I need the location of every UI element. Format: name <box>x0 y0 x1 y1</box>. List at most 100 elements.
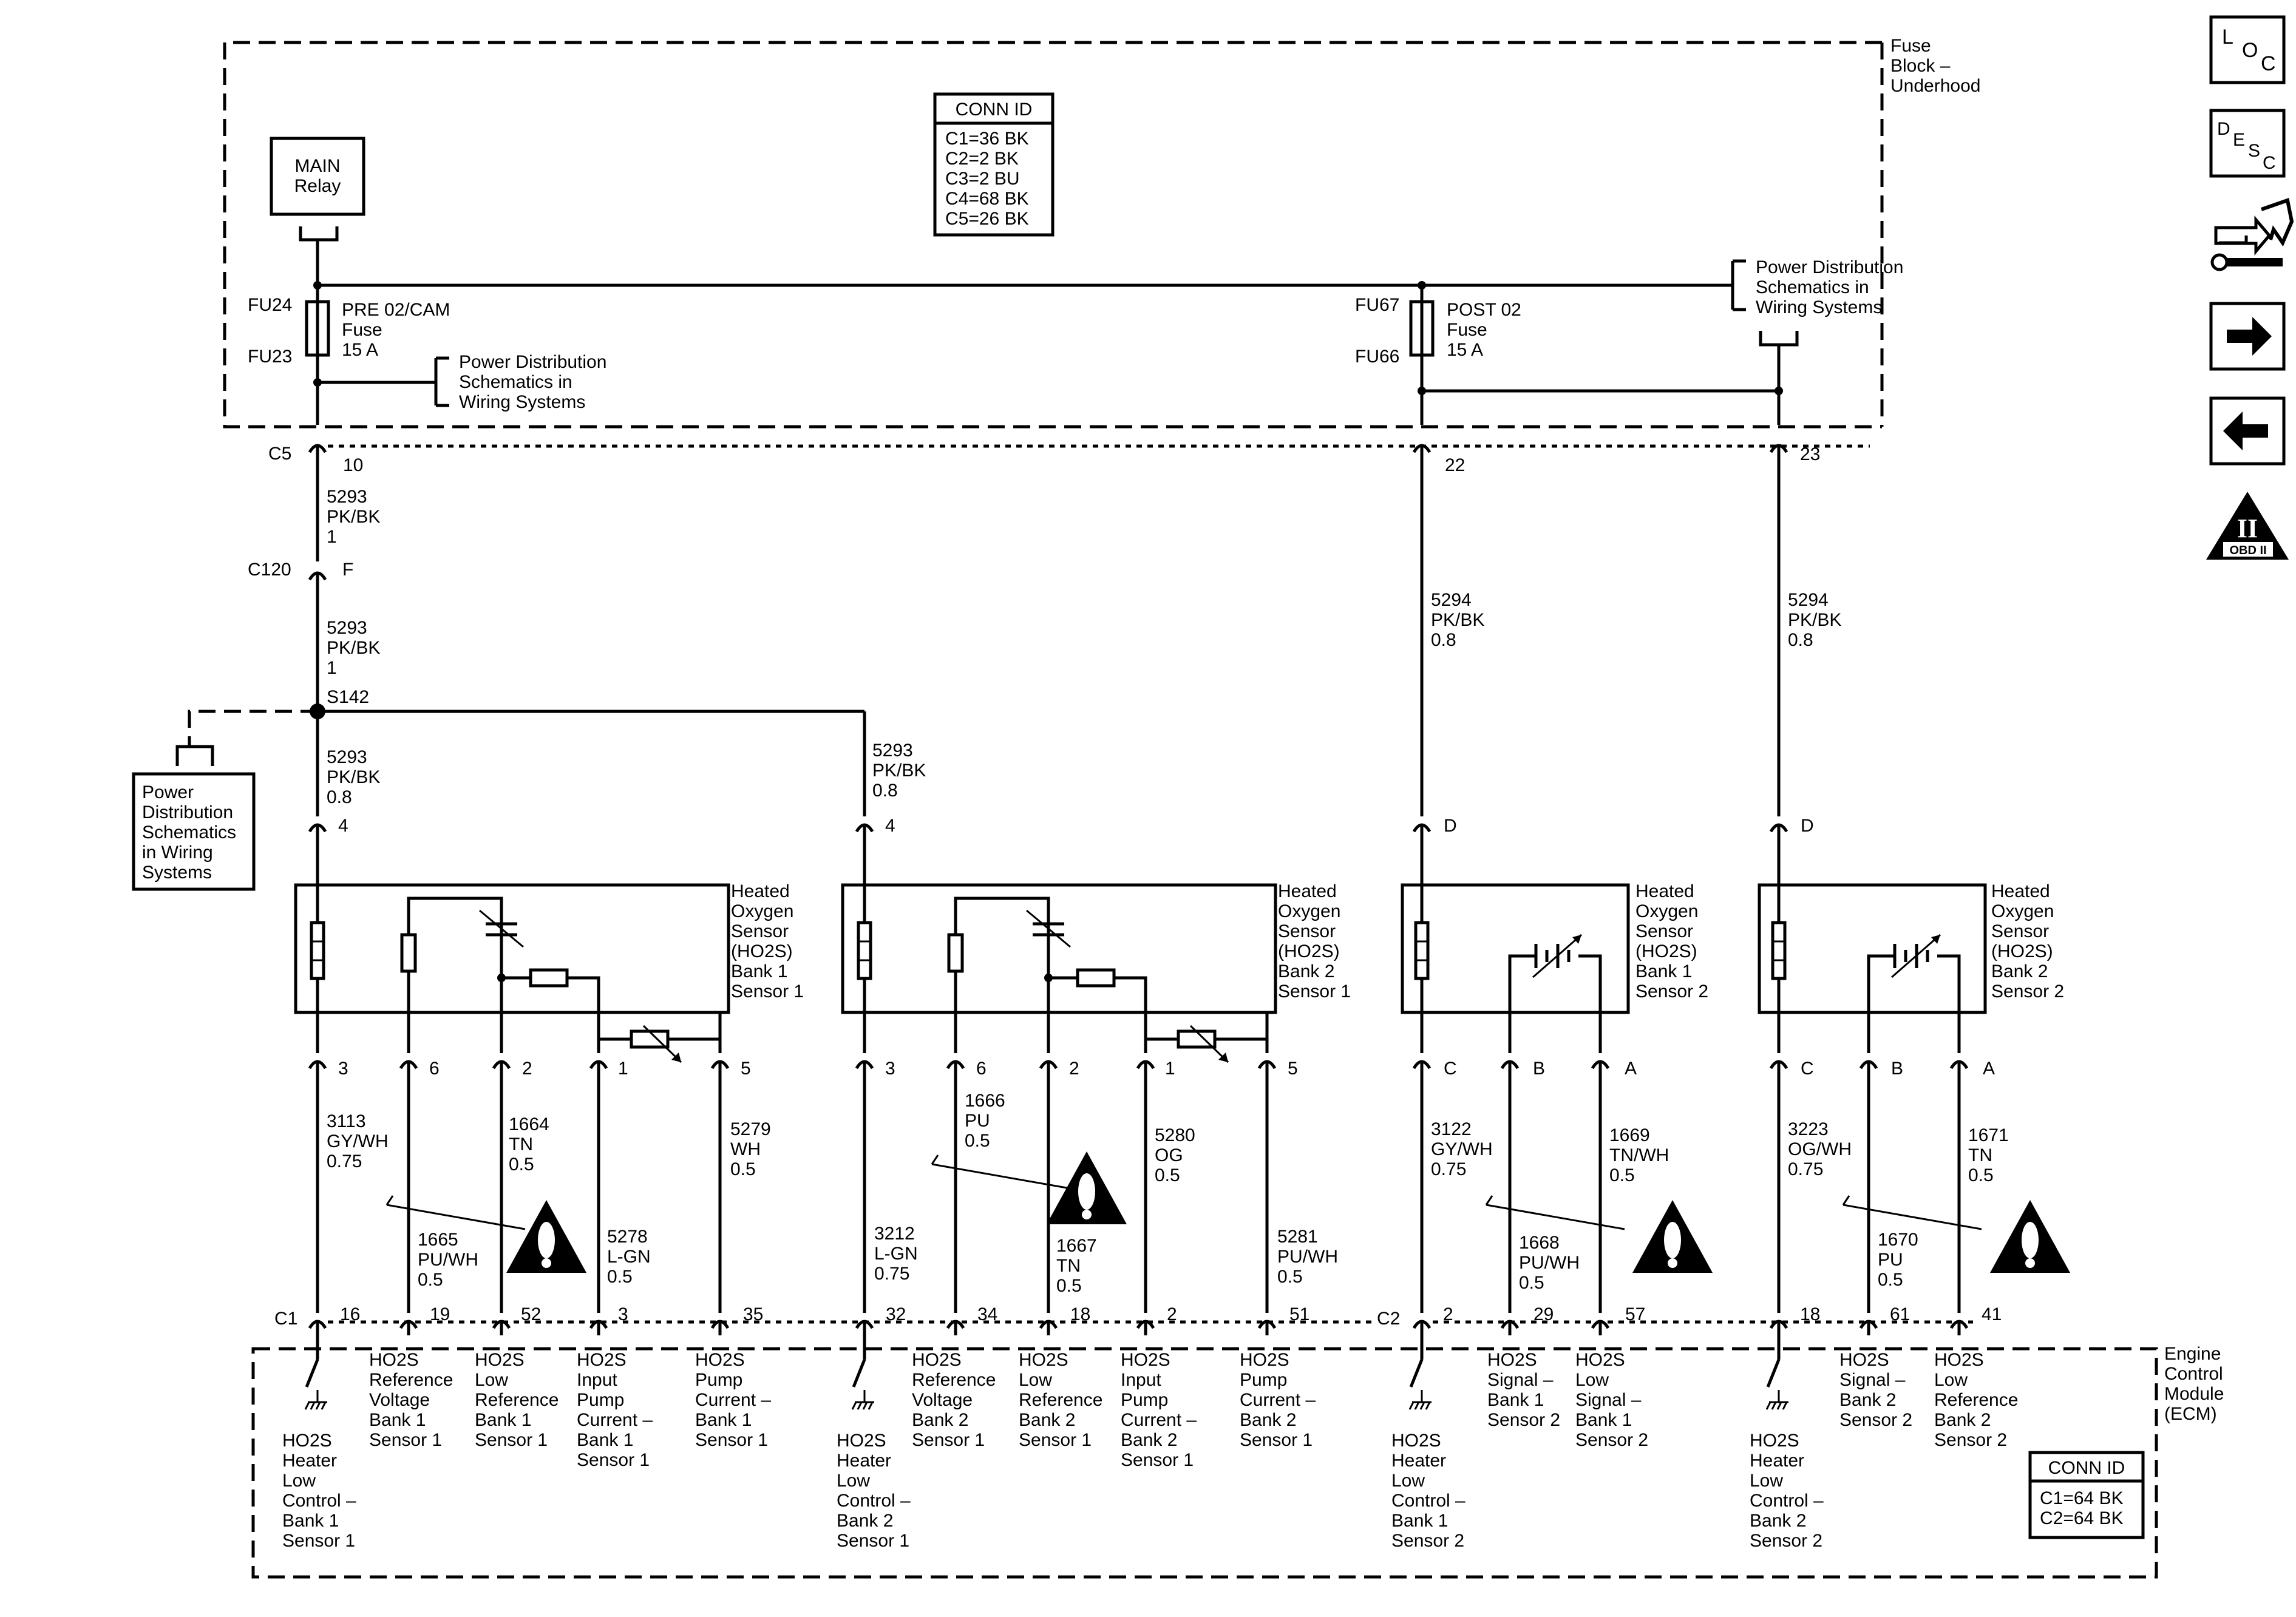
fuse-post-02[interactable]: FU67 FU66 POST 02 Fuse 15 A <box>1355 285 1521 367</box>
ecm-circuit-label: Pump <box>1240 1370 1287 1390</box>
icon-letter: E <box>2233 130 2245 150</box>
pin-label: 52 <box>521 1304 541 1324</box>
switch-contact <box>852 1359 866 1388</box>
wire-label: GY/WH <box>1431 1139 1493 1159</box>
pin-label: D <box>1444 816 1457 836</box>
wire-label: 1667 <box>1056 1236 1097 1256</box>
ecm-circuit-label: Current – <box>577 1410 653 1430</box>
wire-label: GY/WH <box>327 1131 389 1151</box>
ecm-circuit-label: Pump <box>695 1370 742 1390</box>
wire-label: PU/WH <box>418 1250 478 1270</box>
ecm-circuit-label: Sensor 2 <box>1391 1531 1464 1551</box>
forward-arrow-icon[interactable] <box>2209 302 2286 371</box>
fuse-id-bottom: FU66 <box>1355 347 1399 367</box>
ecm-circuit-label: HO2S <box>1750 1431 1799 1451</box>
ecm-circuit-label: HO2S <box>282 1431 332 1451</box>
pin-label: 1 <box>618 1059 628 1079</box>
obd-ii-icon[interactable]: II OBD II <box>2206 492 2289 560</box>
pin-label: 10 <box>343 455 363 475</box>
wire-label: TN <box>1056 1256 1081 1276</box>
ho2s-bank2-sensor1[interactable]: Heated Oxygen Sensor (HO2S) Bank 2 Senso… <box>841 835 1351 1014</box>
sensor-label: Sensor 2 <box>1635 981 1708 1002</box>
ecm-circuit-label: Current – <box>695 1390 771 1410</box>
warning-triangle-icon[interactable] <box>1632 1200 1713 1273</box>
main-relay[interactable]: MAIN Relay <box>270 137 365 285</box>
switch-contact <box>305 1359 319 1388</box>
warning-triangle-icon[interactable] <box>506 1200 586 1273</box>
fuse-block-outline <box>223 41 1882 429</box>
heater-element <box>857 921 872 980</box>
connector-tools-icon[interactable] <box>2210 198 2294 271</box>
ecm-circuit-label: Control – <box>282 1491 356 1511</box>
splice-label: S142 <box>327 687 369 707</box>
pin-label: 35 <box>743 1304 763 1324</box>
pin-label: 41 <box>1982 1304 2002 1324</box>
power-dist-dashed <box>188 710 318 747</box>
sensor-label: Sensor <box>1635 921 1693 941</box>
warning-triangle-icon[interactable] <box>1990 1200 2070 1273</box>
obd-label: OBD II <box>2229 544 2266 557</box>
warning-triangle-icon[interactable] <box>1047 1151 1127 1224</box>
pin-label: A <box>1983 1059 1995 1079</box>
ecm-circuit-label: Low <box>1391 1471 1425 1491</box>
wire-label: L-GN <box>607 1247 651 1267</box>
wire-label: 5281 <box>1277 1227 1318 1247</box>
ecm-circuit-label: Bank 1 <box>369 1410 426 1430</box>
desc-icon[interactable]: D E S C <box>2209 109 2286 178</box>
ho2s-bank2-sensor2[interactable]: Heated Oxygen Sensor (HO2S) Bank 2 Senso… <box>1758 835 2064 1014</box>
pin-label: B <box>1891 1059 1903 1079</box>
conn-id-title: CONN ID <box>956 100 1033 120</box>
relay-terminal <box>299 226 339 242</box>
ecm-circuit-label: Bank 2 <box>837 1511 893 1531</box>
power-distribution-ref-2[interactable]: Power Distribution Schematics in Wiring … <box>1756 257 1903 317</box>
wire-label: 3223 <box>1788 1119 1829 1139</box>
heater-element <box>310 921 325 980</box>
power-dist-ref-bracket <box>1731 259 1746 311</box>
pin-label: 18 <box>1070 1304 1090 1324</box>
ecm-label: (ECM) <box>2164 1404 2217 1424</box>
wire-labels: 3113 GY/WH 0.75 1665 PU/WH 0.5 1664 TN 0… <box>327 1091 2009 1296</box>
reference-cell <box>400 933 417 973</box>
wire-label: 1666 <box>965 1091 1005 1111</box>
ecm-circuit-label: Signal – <box>1575 1390 1642 1410</box>
fuse-block-label-1: Fuse <box>1890 36 1931 56</box>
connector-c2-label: C2 <box>1377 1309 1400 1329</box>
back-arrow-icon[interactable] <box>2209 396 2286 466</box>
wire-label: 0.5 <box>509 1154 534 1175</box>
wire-label: 5280 <box>1155 1125 1195 1145</box>
pin-label: A <box>1625 1059 1637 1079</box>
ecm-circuit-label: Control – <box>837 1491 911 1511</box>
ecm-circuit-label: Reference <box>475 1390 559 1410</box>
ecm-circuit-label: Input <box>1121 1370 1161 1390</box>
icon-letter: C <box>2263 153 2276 173</box>
loc-icon[interactable]: L O C <box>2209 15 2286 84</box>
conn-id-table-ecm: CONN ID C1=64 BK C2=64 BK <box>2028 1451 2145 1539</box>
ecm-circuit-label: Bank 2 <box>1019 1410 1075 1430</box>
ref-text: Power Distribution <box>459 352 606 372</box>
fuse-label: 15 A <box>342 340 378 360</box>
wire-label: OG/WH <box>1788 1139 1852 1159</box>
ho2s-bank1-sensor2[interactable]: Heated Oxygen Sensor (HO2S) Bank 1 Senso… <box>1401 835 1708 1014</box>
wire-label: 1665 <box>418 1230 458 1250</box>
ecm-circuit-label: Sensor 1 <box>577 1450 650 1470</box>
conn-id-row: C5=26 BK <box>945 209 1029 229</box>
power-distribution-ref-1[interactable]: Power Distribution Schematics in Wiring … <box>459 352 606 412</box>
ref-text: Schematics <box>142 822 236 842</box>
switch-contact <box>1766 1359 1781 1388</box>
ecm-circuit-label: HO2S <box>1121 1350 1170 1370</box>
sensor-label: Oxygen <box>1278 901 1340 921</box>
ecm-circuit-label: Pump <box>1121 1390 1168 1410</box>
icon-letter: D <box>2217 119 2230 139</box>
fuse-pre-02-cam[interactable]: FU24 FU23 PRE 02/CAM Fuse 15 A <box>248 285 450 367</box>
pin-label: 18 <box>1800 1304 1820 1324</box>
ecm-label: Engine <box>2164 1344 2221 1364</box>
ho2s-bank1-sensor1[interactable]: Heated Oxygen Sensor (HO2S) Bank 1 Senso… <box>294 835 804 1014</box>
ecm-circuit-label: Reference <box>1934 1390 2018 1410</box>
wire-label: 1670 <box>1878 1230 1918 1250</box>
power-distribution-ref-box[interactable]: Power Distribution Schematics in Wiring … <box>132 772 256 891</box>
ref-text: Power <box>142 782 194 802</box>
ecm-circuit-label: Control – <box>1391 1491 1466 1511</box>
pin-label: C <box>1801 1059 1814 1079</box>
